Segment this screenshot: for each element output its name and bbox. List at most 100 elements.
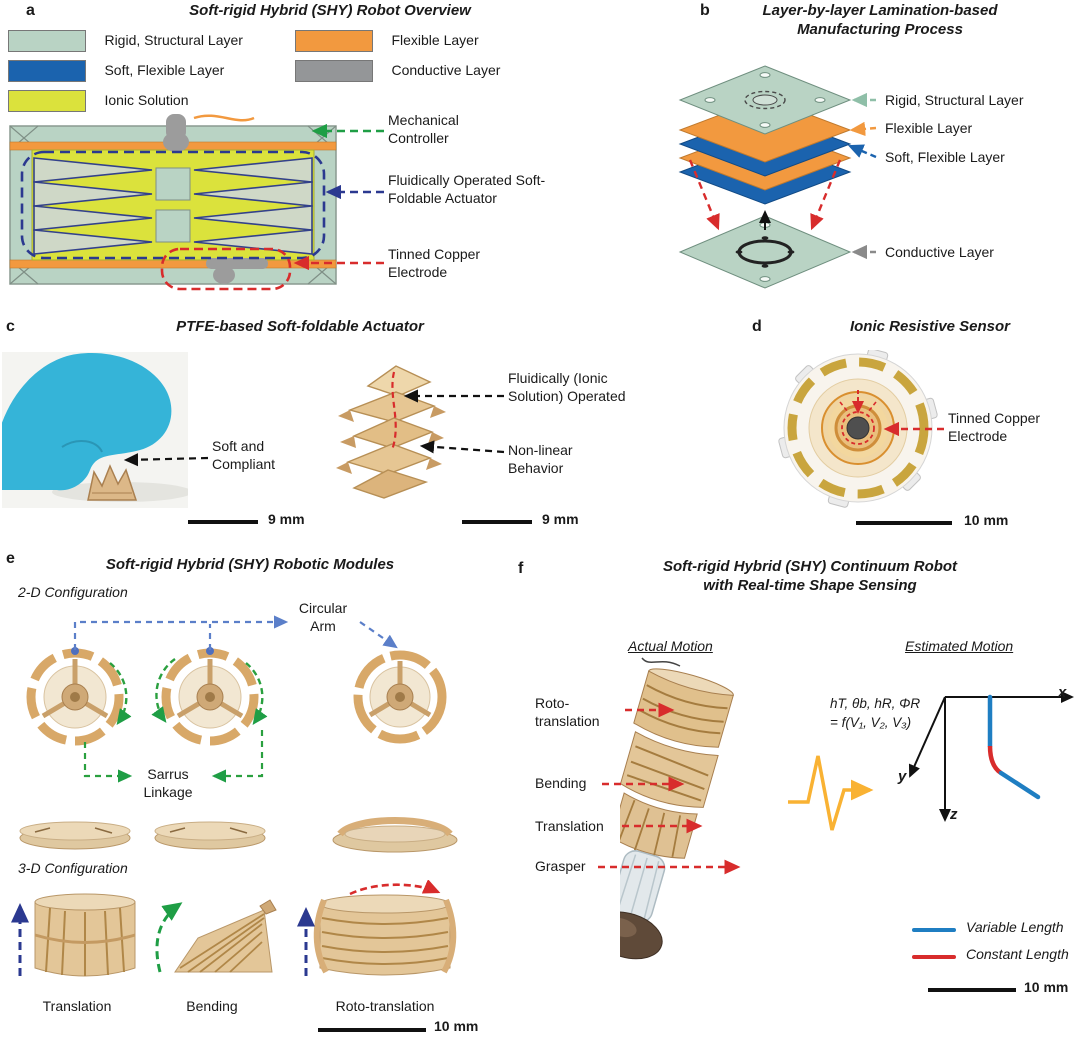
- ionic-sensor-photo: [778, 350, 938, 508]
- sarrus-arc-1-icon: [109, 662, 132, 725]
- circular-modules-photos: [26, 647, 447, 746]
- rotation-arrow-icon: [349, 880, 441, 896]
- estimated-shape-variable-bottom: [998, 770, 1041, 800]
- formula-line2: = f(V₁, V₂, V₃): [830, 715, 912, 730]
- scalebar-c-right: [462, 520, 532, 524]
- continuum-robot-photo: [620, 657, 734, 960]
- variable-length-line: [912, 928, 956, 932]
- sensor-center: [846, 416, 870, 440]
- caption-bending: Bending: [186, 998, 238, 1014]
- bending-arrow-icon: [155, 902, 183, 973]
- axis-label-x: x: [1058, 684, 1067, 701]
- electrode-shape: [206, 258, 268, 269]
- rigid-layer-top: [678, 65, 852, 135]
- assembly-arrow-left-icon: [688, 159, 720, 231]
- legend-item-conductive: Conductive Layer: [295, 60, 500, 82]
- actuator-outline: [20, 150, 326, 260]
- pivot-dot-2: [206, 647, 214, 655]
- label-actual-motion: Actual Motion: [628, 638, 713, 654]
- scale-label-f: 10 mm: [1024, 979, 1069, 995]
- annotation-conductive-layer: Conductive Layer: [885, 244, 994, 260]
- fluid-path-line: [390, 371, 397, 451]
- roto-translation-module-photo: [313, 894, 457, 976]
- pivot-dot-1: [71, 647, 79, 655]
- soft-connector-icon: [847, 144, 877, 159]
- panel-d-label: d: [752, 318, 762, 335]
- annotation-soft-layer: Soft, Flexible Layer: [885, 149, 1005, 165]
- panel-b-label: b: [700, 2, 710, 19]
- motion-label-bending: Bending: [535, 775, 587, 791]
- flat-module-1: [19, 821, 131, 850]
- sarrus-arc-2-icon: [151, 658, 176, 723]
- legend-item-rigid: Rigid, Structural Layer: [8, 30, 243, 52]
- flexible-connector-icon: [849, 121, 877, 137]
- axis-label-y: y: [898, 768, 907, 785]
- motion-label-grasper: Grasper: [535, 858, 586, 874]
- conductive-layer-swatch: [295, 60, 373, 82]
- annotation-rigid-layer: Rigid, Structural Layer: [885, 92, 1024, 108]
- robot-body: [620, 668, 734, 960]
- legend-item-soft: Soft, Flexible Layer: [8, 60, 224, 82]
- legend-item-ionic: Ionic Solution: [8, 90, 189, 112]
- annotation-tinned-copper-electrode: Tinned Copper Electrode: [388, 246, 481, 280]
- module-3: [353, 650, 447, 744]
- formula-line1: hT, θb, hR, ΦR: [830, 696, 921, 711]
- conductive-layer-bottom: [678, 215, 852, 289]
- panel-f-label: f: [518, 560, 524, 577]
- annotation-fluidically-operated: Fluidically (Ionic Solution) Operated: [508, 370, 626, 404]
- panel-a-label: a: [26, 2, 35, 19]
- rigid-layer-swatch: [8, 30, 86, 52]
- flat-module-3: [332, 817, 458, 853]
- translation-module-photo: [34, 893, 136, 977]
- legend-item-flexible: Flexible Layer: [295, 30, 479, 52]
- panel-c-title: PTFE-based Soft-foldable Actuator: [176, 318, 424, 335]
- scale-label-d: 10 mm: [964, 512, 1009, 528]
- scalebar-c-left: [188, 520, 258, 524]
- module-1: [26, 648, 124, 746]
- scale-label-c-right: 9 mm: [542, 511, 579, 527]
- panel-c-label: c: [6, 318, 15, 335]
- soft-layer-swatch: [8, 60, 86, 82]
- legend-label: Flexible Layer: [391, 32, 479, 49]
- legend-label: Soft, Flexible Layer: [104, 62, 225, 79]
- panel-b-title-line1: Layer-by-layer Lamination-based: [762, 2, 998, 19]
- label-2d-configuration: 2-D Configuration: [18, 584, 128, 600]
- legend-label: Ionic Solution: [104, 92, 189, 109]
- constant-length-line: [912, 955, 956, 959]
- panel-b-title-line2: Manufacturing Process: [797, 21, 963, 38]
- assembly-arrow-right-icon: [810, 159, 842, 231]
- annotation-mechanical-controller: Mechanical Controller: [388, 112, 459, 146]
- annotation-nonlinear-behavior: Non-linear Behavior: [508, 442, 573, 476]
- panel-a-title: Soft-rigid Hybrid (SHY) Robot Overview: [189, 2, 471, 19]
- flat-modules-photos: [19, 817, 458, 853]
- shy-robot-schematic: [9, 114, 337, 291]
- annotation-tinned-copper-electrode-d: Tinned Copper Electrode: [948, 410, 1041, 444]
- motion-label-roto-translation: Roto-translation: [535, 695, 600, 729]
- annotation-flexible-layer: Flexible Layer: [885, 120, 973, 136]
- soft-compliant-photo: [2, 352, 188, 508]
- bellows: [33, 157, 313, 255]
- scalebar-f: [928, 988, 1016, 992]
- label-estimated-motion: Estimated Motion: [905, 638, 1014, 654]
- legend-constant-length: Constant Length: [966, 946, 1069, 962]
- label-sarrus-linkage: Sarrus Linkage: [143, 766, 193, 800]
- panel-f-title-line2: with Real-time Shape Sensing: [703, 577, 917, 594]
- compressed-actuator: [87, 464, 138, 501]
- ionic-solution-swatch: [8, 90, 86, 112]
- scale-label-e: 10 mm: [434, 1018, 479, 1034]
- wire: [193, 114, 255, 122]
- lamination-stack-diagram: [678, 65, 877, 289]
- annotation-soft-foldable-actuator: Fluidically Operated Soft-Foldable Actua…: [388, 172, 546, 206]
- flexible-layer-swatch: [295, 30, 373, 52]
- electrode-outline: [160, 247, 292, 291]
- scalebar-d: [856, 521, 952, 525]
- module-2: [161, 648, 259, 746]
- legend-variable-length: Variable Length: [966, 919, 1064, 935]
- panel-f-title-line1: Soft-rigid Hybrid (SHY) Continuum Robot: [662, 558, 958, 575]
- panel-e-label: e: [6, 550, 15, 567]
- panel-d-title: Ionic Resistive Sensor: [849, 318, 1011, 335]
- folded-actuator-photo: [330, 352, 452, 508]
- sarrus-arc-3-icon: [245, 662, 268, 725]
- estimated-shape-constant-bend: [987, 745, 1003, 775]
